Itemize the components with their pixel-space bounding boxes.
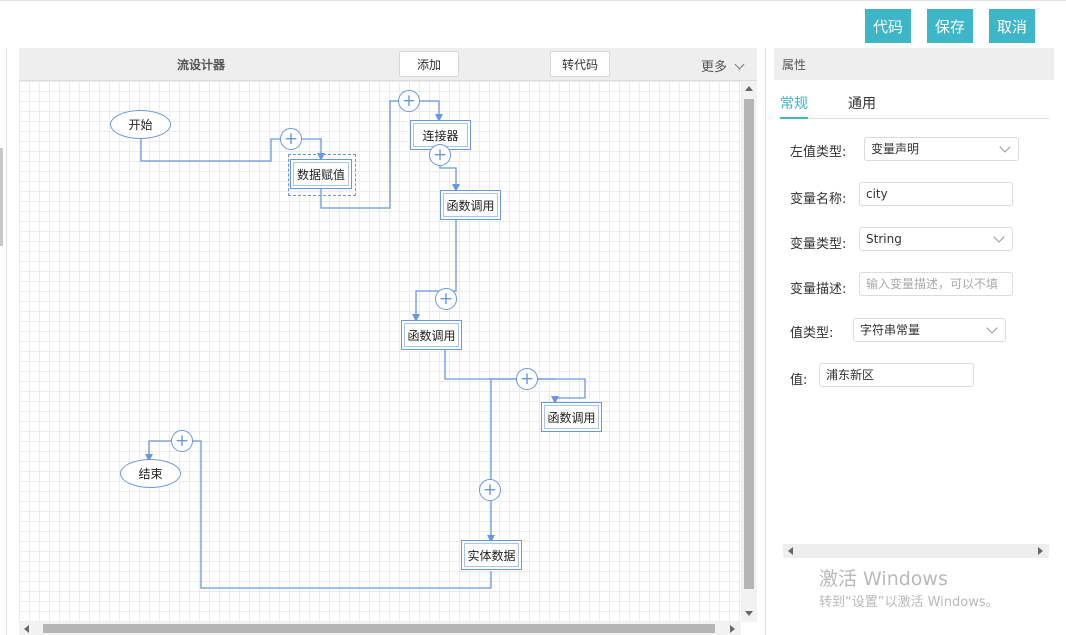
- end-node-label: 结束: [138, 467, 163, 481]
- left-value-type-value: 变量声明: [871, 142, 920, 156]
- var-type-value: String: [866, 232, 902, 246]
- properties-header: 属性: [774, 48, 1054, 80]
- properties-horizontal-scrollbar[interactable]: [783, 544, 1049, 558]
- activation-watermark-title: 激活 Windows: [819, 568, 948, 590]
- end-node[interactable]: 结束: [120, 459, 181, 488]
- var-name-label: 变量名称:: [790, 192, 847, 207]
- scroll-left-icon[interactable]: [24, 625, 29, 633]
- edge-assign-connector: [320, 100, 443, 209]
- flow-designer: 流设计器 添加 转代码 更多 开始 数据赋值 连接: [19, 48, 757, 635]
- add-node-plus-icon[interactable]: +: [516, 368, 538, 390]
- function-call-node[interactable]: 函数调用: [541, 402, 602, 432]
- value-label: 值:: [790, 373, 808, 388]
- scroll-right-icon[interactable]: [1038, 547, 1043, 555]
- scroll-down-icon[interactable]: [745, 611, 753, 616]
- tab-divider: [780, 118, 1049, 119]
- var-type-label: 变量类型:: [790, 237, 847, 252]
- edge-start-assign: [140, 137, 325, 162]
- tab-general[interactable]: 常规: [780, 96, 808, 112]
- canvas-horizontal-scrollbar[interactable]: [19, 622, 741, 635]
- add-node-plus-icon[interactable]: +: [398, 90, 420, 112]
- save-button[interactable]: 保存: [927, 9, 973, 43]
- chevron-down-icon: [999, 141, 1011, 153]
- scroll-left-icon[interactable]: [788, 547, 793, 555]
- edge-call2-call3: [444, 349, 586, 404]
- code-button[interactable]: 代码: [865, 9, 911, 43]
- edge-call1-call2: [412, 220, 457, 322]
- function-call-node-label: 函数调用: [547, 410, 596, 425]
- vertical-scroll-thumb[interactable]: [744, 99, 754, 589]
- chevron-down-icon: [993, 231, 1005, 243]
- left-value-type-label: 左值类型:: [790, 145, 847, 160]
- connector-node-label: 连接器: [422, 128, 459, 143]
- scroll-up-icon[interactable]: [745, 86, 753, 91]
- function-call-node[interactable]: 函数调用: [401, 320, 462, 350]
- top-toolbar: 代码 保存 取消: [0, 0, 1066, 49]
- scroll-right-icon[interactable]: [730, 625, 735, 633]
- value-value: 浦东新区: [826, 368, 875, 382]
- more-label: 更多: [701, 60, 728, 75]
- value-type-select[interactable]: 字符串常量: [853, 318, 1006, 342]
- start-node[interactable]: 开始: [110, 110, 171, 139]
- add-node-plus-icon[interactable]: +: [280, 128, 302, 150]
- entity-data-node-label: 实体数据: [467, 548, 516, 563]
- var-desc-label: 变量描述:: [790, 282, 847, 297]
- add-button[interactable]: 添加: [399, 51, 459, 77]
- more-menu[interactable]: 更多: [701, 56, 745, 75]
- value-type-value: 字符串常量: [860, 323, 921, 337]
- function-call-node-label: 函数调用: [446, 198, 495, 213]
- add-node-plus-icon[interactable]: +: [435, 288, 457, 310]
- var-name-input[interactable]: city: [859, 182, 1013, 206]
- horizontal-scroll-thumb[interactable]: [43, 624, 715, 633]
- var-desc-placeholder: 输入变量描述，可以不填: [866, 277, 999, 291]
- value-input[interactable]: 浦东新区: [819, 363, 974, 387]
- add-node-plus-icon[interactable]: +: [479, 479, 501, 501]
- left-panel-edge: [0, 48, 7, 635]
- designer-title: 流设计器: [177, 58, 226, 72]
- var-type-select[interactable]: String: [859, 227, 1013, 251]
- chevron-down-icon: [734, 59, 745, 70]
- assign-node-label: 数据赋值: [296, 167, 345, 182]
- value-type-label: 值类型:: [790, 326, 834, 341]
- canvas-vertical-scrollbar[interactable]: [741, 81, 757, 622]
- designer-header: 流设计器 添加 转代码 更多: [19, 48, 757, 81]
- active-tab-indicator: [780, 117, 808, 119]
- entity-data-node[interactable]: 实体数据: [461, 540, 522, 570]
- assign-node[interactable]: 数据赋值: [290, 159, 352, 189]
- start-node-label: 开始: [128, 118, 153, 132]
- add-node-plus-icon[interactable]: +: [429, 144, 451, 166]
- to-code-button[interactable]: 转代码: [550, 51, 610, 77]
- tab-common[interactable]: 通用: [848, 96, 876, 112]
- left-panel-scrollbar[interactable]: [0, 148, 3, 246]
- add-node-plus-icon[interactable]: +: [171, 430, 193, 452]
- left-value-type-select[interactable]: 变量声明: [864, 137, 1019, 161]
- properties-title: 属性: [782, 58, 807, 72]
- cancel-button[interactable]: 取消: [989, 9, 1035, 43]
- selection-outline: [288, 154, 356, 196]
- edge-entity-end: [145, 440, 492, 589]
- flow-edges: [140, 100, 586, 589]
- var-name-value: city: [866, 187, 888, 201]
- flow-canvas[interactable]: 开始 数据赋值 连接器 函数调用 函数调用 函数调用 结束 实体数据 + + +…: [19, 81, 741, 622]
- chevron-down-icon: [986, 322, 998, 334]
- var-desc-input[interactable]: 输入变量描述，可以不填: [859, 272, 1013, 296]
- function-call-node-label: 函数调用: [407, 328, 456, 343]
- activation-watermark-subtitle: 转到“设置”以激活 Windows。: [819, 595, 999, 610]
- properties-panel: 属性 常规 通用 左值类型: 变量声明 变量名称: city 变量类型: Str…: [765, 48, 1062, 635]
- function-call-node[interactable]: 函数调用: [440, 190, 501, 220]
